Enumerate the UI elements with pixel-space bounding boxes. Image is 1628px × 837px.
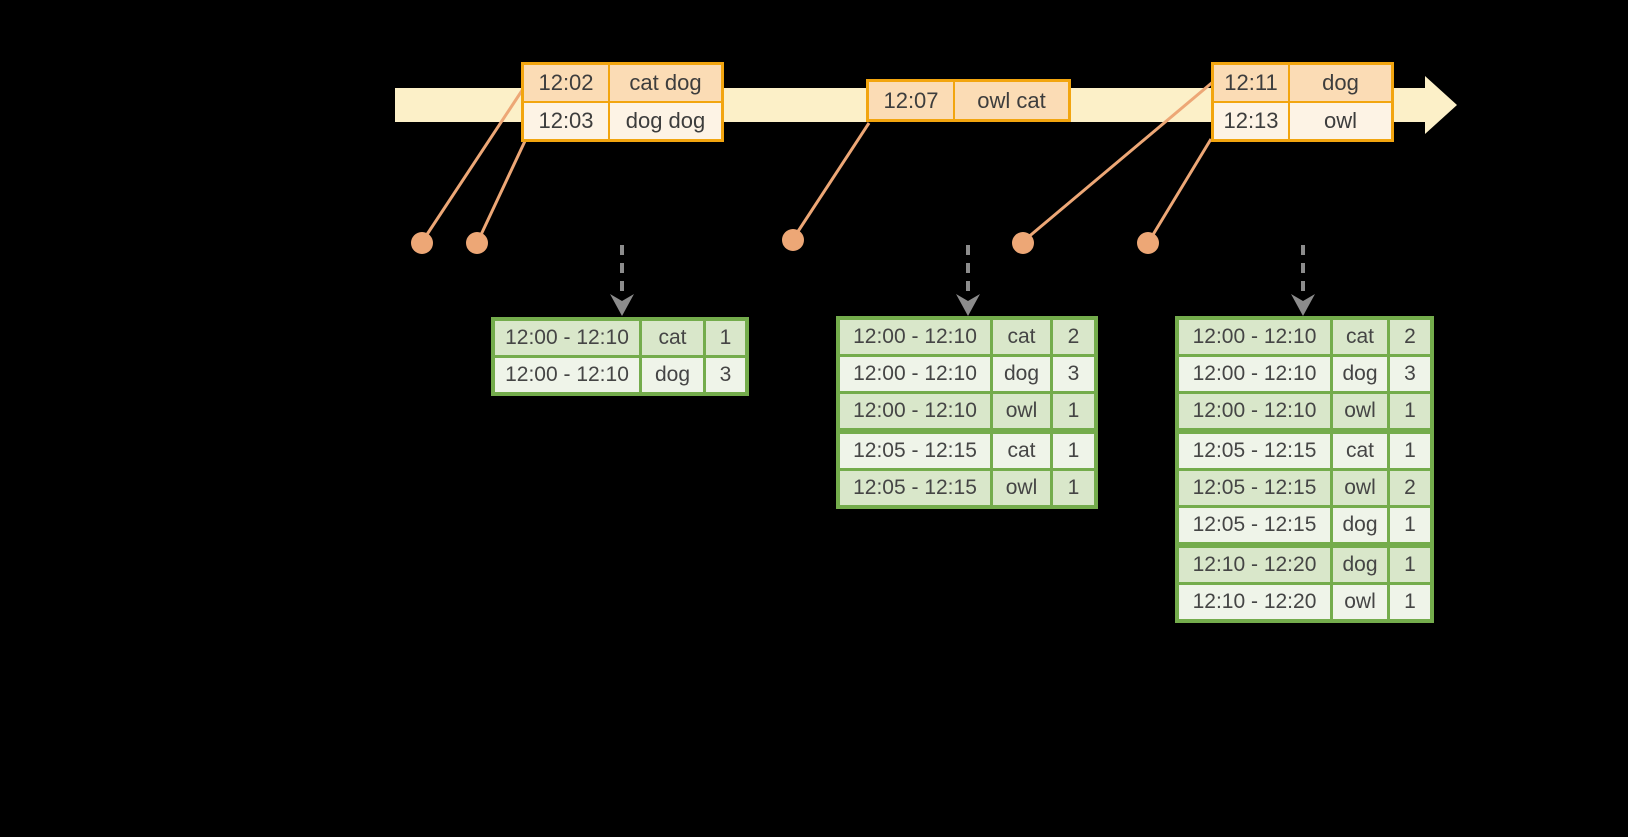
count-cell: 2: [1390, 320, 1430, 354]
window-cell: 12:00 - 12:10: [1179, 320, 1330, 354]
window-cell: 12:00 - 12:10: [1179, 357, 1330, 391]
word-cell: cat: [993, 434, 1050, 468]
result-table-2: 12:00 - 12:10 cat 2 12:00 - 12:10 dog 3 …: [836, 316, 1098, 509]
table-row: 12:00 - 12:10 dog 3: [495, 358, 745, 392]
count-cell: 1: [1390, 548, 1430, 582]
event-time-cell: 12:07: [869, 82, 953, 119]
count-cell: 3: [706, 358, 745, 392]
table-row: 12:00 - 12:10 owl 1: [1179, 394, 1430, 428]
table-row: 12:00 - 12:10 dog 3: [840, 357, 1094, 391]
word-cell: owl: [993, 471, 1050, 505]
event-table-3: 12:11 dog 12:13 owl: [1211, 62, 1394, 142]
event-dot-icon: [466, 232, 488, 254]
event-dots: [411, 229, 1159, 254]
table-row: 12:00 - 12:10 cat 2: [1179, 320, 1430, 354]
event-leader-line: [793, 122, 871, 237]
window-cell: 12:05 - 12:15: [1179, 508, 1330, 542]
table-row: 12:00 - 12:10 owl 1: [840, 394, 1094, 428]
window-cell: 12:00 - 12:10: [495, 321, 639, 355]
count-cell: 3: [1390, 357, 1430, 391]
event-dot-icon: [411, 232, 433, 254]
result-table-3: 12:00 - 12:10 cat 2 12:00 - 12:10 dog 3 …: [1175, 316, 1434, 623]
event-words-cell: dog: [1290, 65, 1391, 101]
event-dot-icon: [1012, 232, 1034, 254]
event-time-cell: 12:13: [1214, 103, 1288, 139]
window-cell: 12:05 - 12:15: [1179, 471, 1330, 505]
window-cell: 12:00 - 12:10: [495, 358, 639, 392]
leader-lines: [422, 79, 1215, 241]
window-cell: 12:00 - 12:10: [840, 320, 990, 354]
table-row: 12:05 - 12:15 owl 2: [1179, 471, 1430, 505]
count-cell: 2: [1390, 471, 1430, 505]
window-cell: 12:05 - 12:15: [840, 434, 990, 468]
table-row: 12:05 - 12:15 cat 1: [1179, 434, 1430, 468]
event-time-cell: 12:02: [524, 65, 608, 101]
count-cell: 3: [1053, 357, 1094, 391]
window-cell: 12:00 - 12:10: [840, 357, 990, 391]
window-cell: 12:10 - 12:20: [1179, 548, 1330, 582]
event-leader-line: [1149, 138, 1213, 239]
event-words-cell: cat dog: [610, 65, 721, 101]
table-row: 12:10 - 12:20 owl 1: [1179, 585, 1430, 619]
word-cell: cat: [993, 320, 1050, 354]
word-cell: dog: [1333, 548, 1387, 582]
event-dot-icon: [782, 229, 804, 251]
word-cell: cat: [642, 321, 703, 355]
event-table-2: 12:07 owl cat: [866, 79, 1071, 122]
event-words-cell: owl: [1290, 103, 1391, 139]
count-cell: 1: [1053, 394, 1094, 428]
word-cell: owl: [993, 394, 1050, 428]
trigger-arrows: [610, 245, 1315, 316]
window-cell: 12:00 - 12:10: [1179, 394, 1330, 428]
event-leader-line: [1025, 79, 1215, 241]
event-time-cell: 12:03: [524, 103, 608, 139]
event-leader-line: [422, 88, 525, 240]
table-row: 12:00 - 12:10 cat 1: [495, 321, 745, 355]
word-cell: dog: [642, 358, 703, 392]
word-cell: owl: [1333, 394, 1387, 428]
table-row: 12:05 - 12:15 cat 1: [840, 434, 1094, 468]
word-cell: dog: [993, 357, 1050, 391]
word-cell: dog: [1333, 508, 1387, 542]
event-dot-icon: [1137, 232, 1159, 254]
trigger-down-arrow-icon: [1291, 245, 1315, 316]
word-cell: cat: [1333, 434, 1387, 468]
window-cell: 12:05 - 12:15: [840, 471, 990, 505]
count-cell: 1: [1390, 394, 1430, 428]
word-cell: owl: [1333, 471, 1387, 505]
word-cell: owl: [1333, 585, 1387, 619]
count-cell: 1: [1053, 471, 1094, 505]
window-cell: 12:10 - 12:20: [1179, 585, 1330, 619]
count-cell: 1: [1053, 434, 1094, 468]
event-leader-line: [477, 140, 527, 240]
table-row: 12:05 - 12:15 owl 1: [840, 471, 1094, 505]
count-cell: 2: [1053, 320, 1094, 354]
word-cell: cat: [1333, 320, 1387, 354]
count-cell: 1: [1390, 434, 1430, 468]
table-row: 12:00 - 12:10 cat 2: [840, 320, 1094, 354]
event-words-cell: dog dog: [610, 103, 721, 139]
window-cell: 12:00 - 12:10: [840, 394, 990, 428]
word-cell: dog: [1333, 357, 1387, 391]
event-words-cell: owl cat: [955, 82, 1068, 119]
event-time-cell: 12:11: [1214, 65, 1288, 101]
table-row: 12:10 - 12:20 dog 1: [1179, 548, 1430, 582]
trigger-down-arrow-icon: [956, 245, 980, 316]
count-cell: 1: [706, 321, 745, 355]
window-cell: 12:05 - 12:15: [1179, 434, 1330, 468]
event-table-1: 12:02 cat dog 12:03 dog dog: [521, 62, 724, 142]
result-table-1: 12:00 - 12:10 cat 1 12:00 - 12:10 dog 3: [491, 317, 749, 396]
table-row: 12:00 - 12:10 dog 3: [1179, 357, 1430, 391]
table-row: 12:05 - 12:15 dog 1: [1179, 508, 1430, 542]
count-cell: 1: [1390, 508, 1430, 542]
count-cell: 1: [1390, 585, 1430, 619]
trigger-down-arrow-icon: [610, 245, 634, 316]
